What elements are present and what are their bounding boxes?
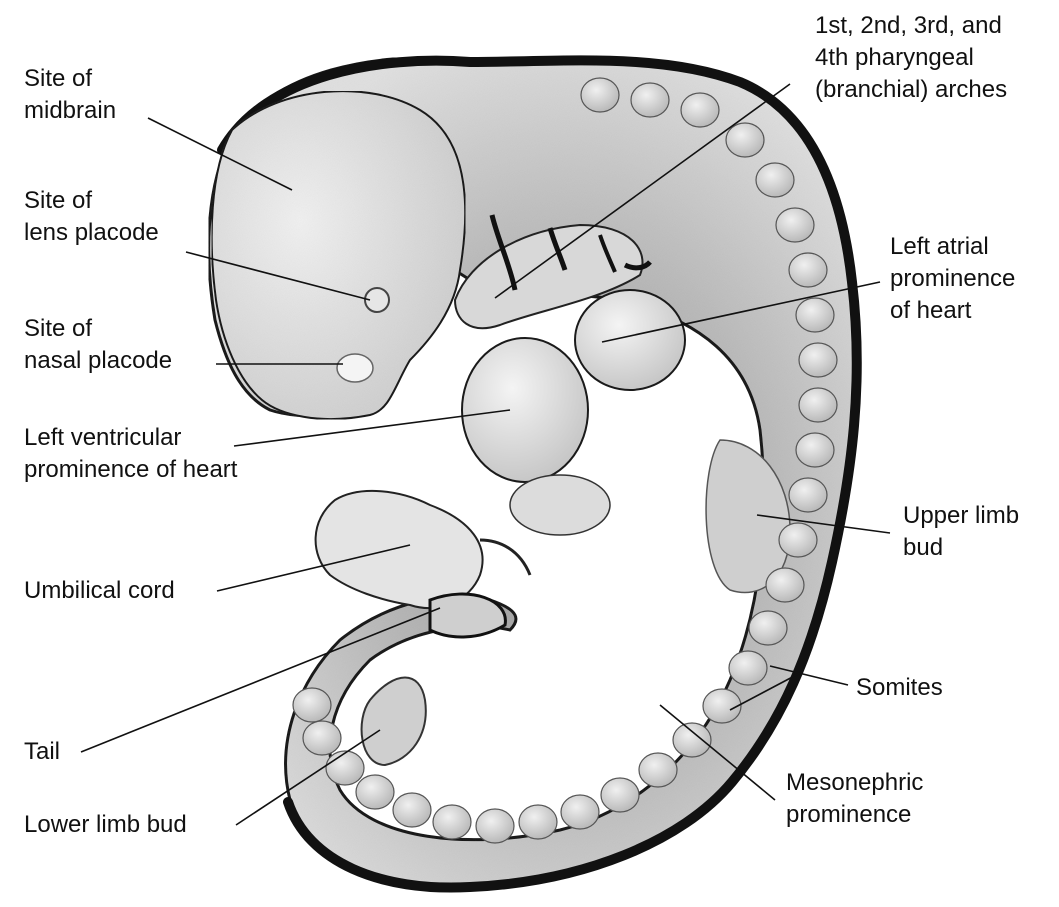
label-atrial-line1: Left atrial <box>890 231 1015 263</box>
label-pharyngeal-arches: 1st, 2nd, 3rd, and 4th pharyngeal (branc… <box>815 10 1007 106</box>
label-arches-line3: (branchial) arches <box>815 74 1007 106</box>
somite <box>673 723 711 757</box>
tail-shape <box>430 594 505 637</box>
label-ventricular-line1: Left ventricular <box>24 422 237 454</box>
embryo-head <box>212 91 466 419</box>
label-atrial: Left atrial prominence of heart <box>890 231 1015 327</box>
somite <box>789 478 827 512</box>
label-lower-limb-bud: Lower limb bud <box>24 809 187 841</box>
somite <box>519 805 557 839</box>
somite <box>726 123 764 157</box>
label-atrial-line2: prominence <box>890 263 1015 295</box>
label-midbrain: Site of midbrain <box>24 63 116 127</box>
somite <box>476 809 514 843</box>
somite <box>293 688 331 722</box>
label-mesonephric-line2: prominence <box>786 799 923 831</box>
somite <box>639 753 677 787</box>
somite <box>561 795 599 829</box>
umbilical-cord-stalk <box>480 540 530 575</box>
somite <box>749 611 787 645</box>
umbilical-cord <box>316 491 530 608</box>
label-nasal-line2: nasal placode <box>24 345 172 377</box>
somite <box>796 433 834 467</box>
somite <box>789 253 827 287</box>
somite <box>393 793 431 827</box>
somite <box>779 523 817 557</box>
somite <box>326 751 364 785</box>
label-nasal-line1: Site of <box>24 313 172 345</box>
somite <box>356 775 394 809</box>
somite <box>433 805 471 839</box>
label-atrial-line3: of heart <box>890 295 1015 327</box>
label-lens-line2: lens placode <box>24 217 159 249</box>
label-upper-limb-line2: bud <box>903 532 1019 564</box>
label-lens-line1: Site of <box>24 185 159 217</box>
label-tail: Tail <box>24 736 60 768</box>
label-tail-line1: Tail <box>24 736 60 768</box>
label-midbrain-line1: Site of <box>24 63 116 95</box>
label-somites: Somites <box>856 672 943 704</box>
somite <box>303 721 341 755</box>
label-upper-limb-line1: Upper limb <box>903 500 1019 532</box>
label-arches-line1: 1st, 2nd, 3rd, and <box>815 10 1007 42</box>
lower-limb-bud-shape <box>362 678 426 766</box>
label-nasal-placode: Site of nasal placode <box>24 313 172 377</box>
atrial-prominence-shape <box>575 290 685 390</box>
nasal-placode-shape <box>337 354 373 382</box>
somite <box>796 298 834 332</box>
somite <box>729 651 767 685</box>
label-umbilical-line1: Umbilical cord <box>24 575 175 607</box>
somite <box>766 568 804 602</box>
label-midbrain-line2: midbrain <box>24 95 116 127</box>
somite <box>581 78 619 112</box>
label-umbilical-cord: Umbilical cord <box>24 575 175 607</box>
label-arches-line2: 4th pharyngeal <box>815 42 1007 74</box>
somite <box>799 388 837 422</box>
ventricular-prominence-shape <box>462 338 588 482</box>
label-ventricular: Left ventricular prominence of heart <box>24 422 237 486</box>
label-mesonephric: Mesonephric prominence <box>786 767 923 831</box>
label-ventricular-line2: prominence of heart <box>24 454 237 486</box>
somite <box>776 208 814 242</box>
label-somites-line1: Somites <box>856 672 943 704</box>
somite <box>799 343 837 377</box>
heart-lower-lobe <box>510 475 610 535</box>
umbilical-cord-shape <box>316 491 483 608</box>
label-mesonephric-line1: Mesonephric <box>786 767 923 799</box>
label-lower-limb-line1: Lower limb bud <box>24 809 187 841</box>
somite <box>703 689 741 723</box>
somite <box>681 93 719 127</box>
somite <box>601 778 639 812</box>
somite <box>631 83 669 117</box>
label-upper-limb-bud: Upper limb bud <box>903 500 1019 564</box>
label-lens-placode: Site of lens placode <box>24 185 159 249</box>
somite <box>756 163 794 197</box>
